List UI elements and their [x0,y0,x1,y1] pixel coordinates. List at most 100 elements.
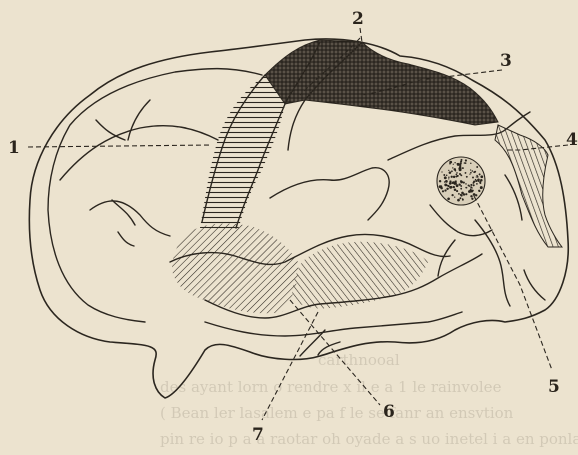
stipple-dot [453,164,454,165]
stipple-dot [458,168,459,169]
stipple-dot [451,182,453,184]
stipple-dot [446,188,448,190]
stipple-dot [466,176,468,178]
stipple-dot [451,170,453,172]
stipple-dot [454,168,457,171]
stipple-dot [458,193,460,195]
stipple-dot [449,182,452,185]
stipple-dot [479,182,481,184]
region-1-hatch [200,75,285,230]
label-4: 4 [566,130,578,150]
stipple-dot [470,195,472,197]
region-2-3-crosshatch [265,40,498,125]
frontal-branch-b [96,100,150,140]
stipple-dot [450,172,451,173]
stipple-dot [465,183,467,185]
stipple-dot [457,199,460,202]
stipple-dot [440,187,443,190]
stipple-dot [478,181,479,182]
region-6-hatch [172,224,298,314]
stipple-dot [444,176,447,179]
label-7: 7 [252,425,264,445]
superior-frontal-sulcus [60,126,218,180]
stipple-dot [441,171,442,172]
stipple-dot [454,189,457,192]
stipple-dot [471,170,473,172]
bleed-through-text: carthnooal des ayant lorn o rendre x il … [160,351,578,448]
stipple-dot [460,185,462,187]
bleed-line-3: pin re io p a a raotar oh oyade a s uo i… [160,430,578,448]
label-3: 3 [500,51,512,71]
stipple-dot [448,170,449,171]
region-5-stipple [437,157,485,205]
stipple-dot [456,190,458,192]
stipple-dot [470,184,472,186]
stipple-dot [476,175,477,176]
stipple-dot [480,175,483,178]
stipple-dot [474,171,476,173]
stipple-dot [459,184,460,185]
stipple-dot [449,161,452,164]
stipple-dot [443,174,445,176]
stipple-dot [460,174,462,176]
stipple-dot [476,166,478,168]
stipple-dot [448,177,449,178]
stipple-dot [470,172,472,174]
stipple-dot [441,185,442,186]
stipple-dot [444,184,447,187]
stipple-dot [446,175,448,177]
stipple-dot [455,176,457,178]
stipple-dot [452,167,453,168]
stipple-dot [460,188,462,190]
stipple-dot [472,177,474,179]
stipple-dot [456,172,458,174]
stipple-dot [451,194,453,196]
stipple-dot [459,164,461,166]
stipple-dot [457,163,460,166]
stipple-dot [453,176,455,178]
label-5: 5 [548,377,560,397]
stipple-dot [476,183,478,185]
leader-1 [28,145,212,147]
stipple-dot [480,186,483,189]
stipple-dot [456,174,458,176]
stipple-dot [453,186,455,188]
stipple-dot [454,162,455,163]
stipple-dot [473,184,475,186]
stipple-dot [473,180,475,182]
stipple-dot [473,193,476,196]
stipple-dot [465,193,467,195]
stipple-dot [447,185,449,187]
stipple-dot [480,179,483,182]
stipple-dot [479,190,481,192]
stipple-dot [451,176,453,178]
stipple-dot [475,180,477,182]
stipple-dot [464,162,466,164]
stipple-dot [439,180,441,182]
angular-gyrus-sulcus [430,205,492,236]
stipple-dot [465,187,467,189]
stipple-dot [471,198,473,200]
stipple-dot [468,190,471,193]
bleed-line-1: des ayant lorn o rendre x il e a 1 le ra… [160,378,502,396]
region-4-hatch [495,125,562,247]
stipple-dot [442,190,444,192]
label-2: 2 [352,9,364,29]
stipple-dot [479,173,481,175]
stipple-dot [460,180,462,182]
stipple-dot [456,184,459,187]
stipple-dot [478,179,479,180]
label-6: 6 [383,402,395,422]
label-1: 1 [8,138,20,158]
stipple-dot [471,187,472,188]
stipple-dot [462,167,464,169]
stipple-dot [461,159,463,161]
stipple-dot [454,196,455,197]
stipple-dot [449,186,452,189]
stipple-dot [470,163,471,164]
sylvian-upper-branch [270,168,389,220]
region-7-hatch [292,242,428,309]
stipple-dot [459,197,461,199]
